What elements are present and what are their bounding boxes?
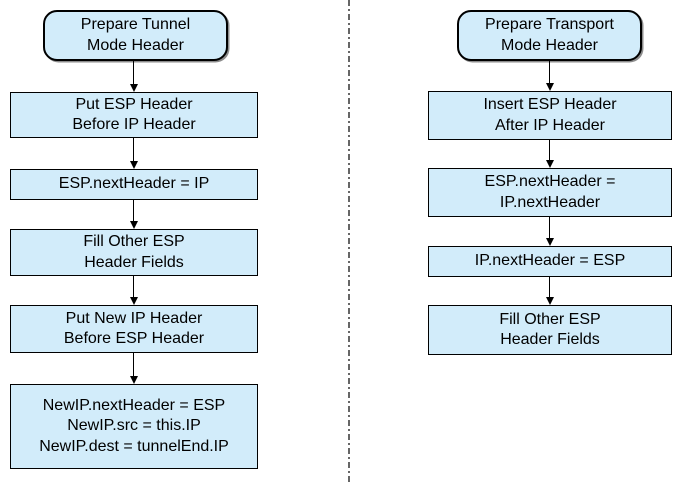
arrow-shaft [548, 61, 551, 83]
arrow-shaft [132, 200, 135, 221]
flow-arrow [545, 140, 554, 168]
arrow-shaft [548, 140, 551, 160]
flow-arrow [545, 217, 554, 246]
arrow-shaft [548, 277, 551, 297]
arrow-head-icon [545, 160, 554, 168]
node-put-esp-header-before-ip-header: Put ESP Header Before IP Header [10, 92, 258, 138]
arrow-head-icon [545, 297, 554, 305]
node-prepare-tunnel-mode-header: Prepare Tunnel Mode Header [43, 10, 228, 61]
flow-arrow [129, 138, 138, 169]
flow-arrow [129, 276, 138, 305]
arrow-head-icon [129, 84, 138, 92]
arrow-head-icon [545, 83, 554, 91]
node-esp-nextheader-equals-ip-nextheader: ESP.nextHeader = IP.nextHeader [428, 168, 672, 217]
arrow-head-icon [545, 238, 554, 246]
node-insert-esp-header-after-ip-header: Insert ESP Header After IP Header [428, 91, 672, 140]
arrow-shaft [548, 217, 551, 238]
arrow-shaft [132, 138, 135, 161]
flow-arrow [545, 61, 554, 91]
node-ip-nextheader-equals-esp: IP.nextHeader = ESP [428, 246, 672, 277]
flow-arrow [129, 353, 138, 384]
node-fill-other-esp-header-fields-transport: Fill Other ESP Header Fields [428, 305, 672, 355]
arrow-head-icon [129, 376, 138, 384]
column-divider [348, 0, 350, 482]
flow-arrow [545, 277, 554, 305]
arrow-shaft [132, 61, 135, 84]
node-put-new-ip-header-before-esp-header: Put New IP Header Before ESP Header [10, 305, 258, 353]
node-esp-nextheader-equals-ip: ESP.nextHeader = IP [10, 169, 258, 200]
arrow-head-icon [129, 221, 138, 229]
arrow-head-icon [129, 297, 138, 305]
node-fill-other-esp-header-fields-tunnel: Fill Other ESP Header Fields [10, 229, 258, 276]
node-newip-assignments: NewIP.nextHeader = ESP NewIP.src = this.… [10, 384, 258, 469]
node-prepare-transport-mode-header: Prepare Transport Mode Header [457, 10, 642, 61]
arrow-shaft [132, 276, 135, 297]
arrow-head-icon [129, 161, 138, 169]
arrow-shaft [132, 353, 135, 376]
flow-arrow [129, 200, 138, 229]
flow-arrow [129, 61, 138, 92]
